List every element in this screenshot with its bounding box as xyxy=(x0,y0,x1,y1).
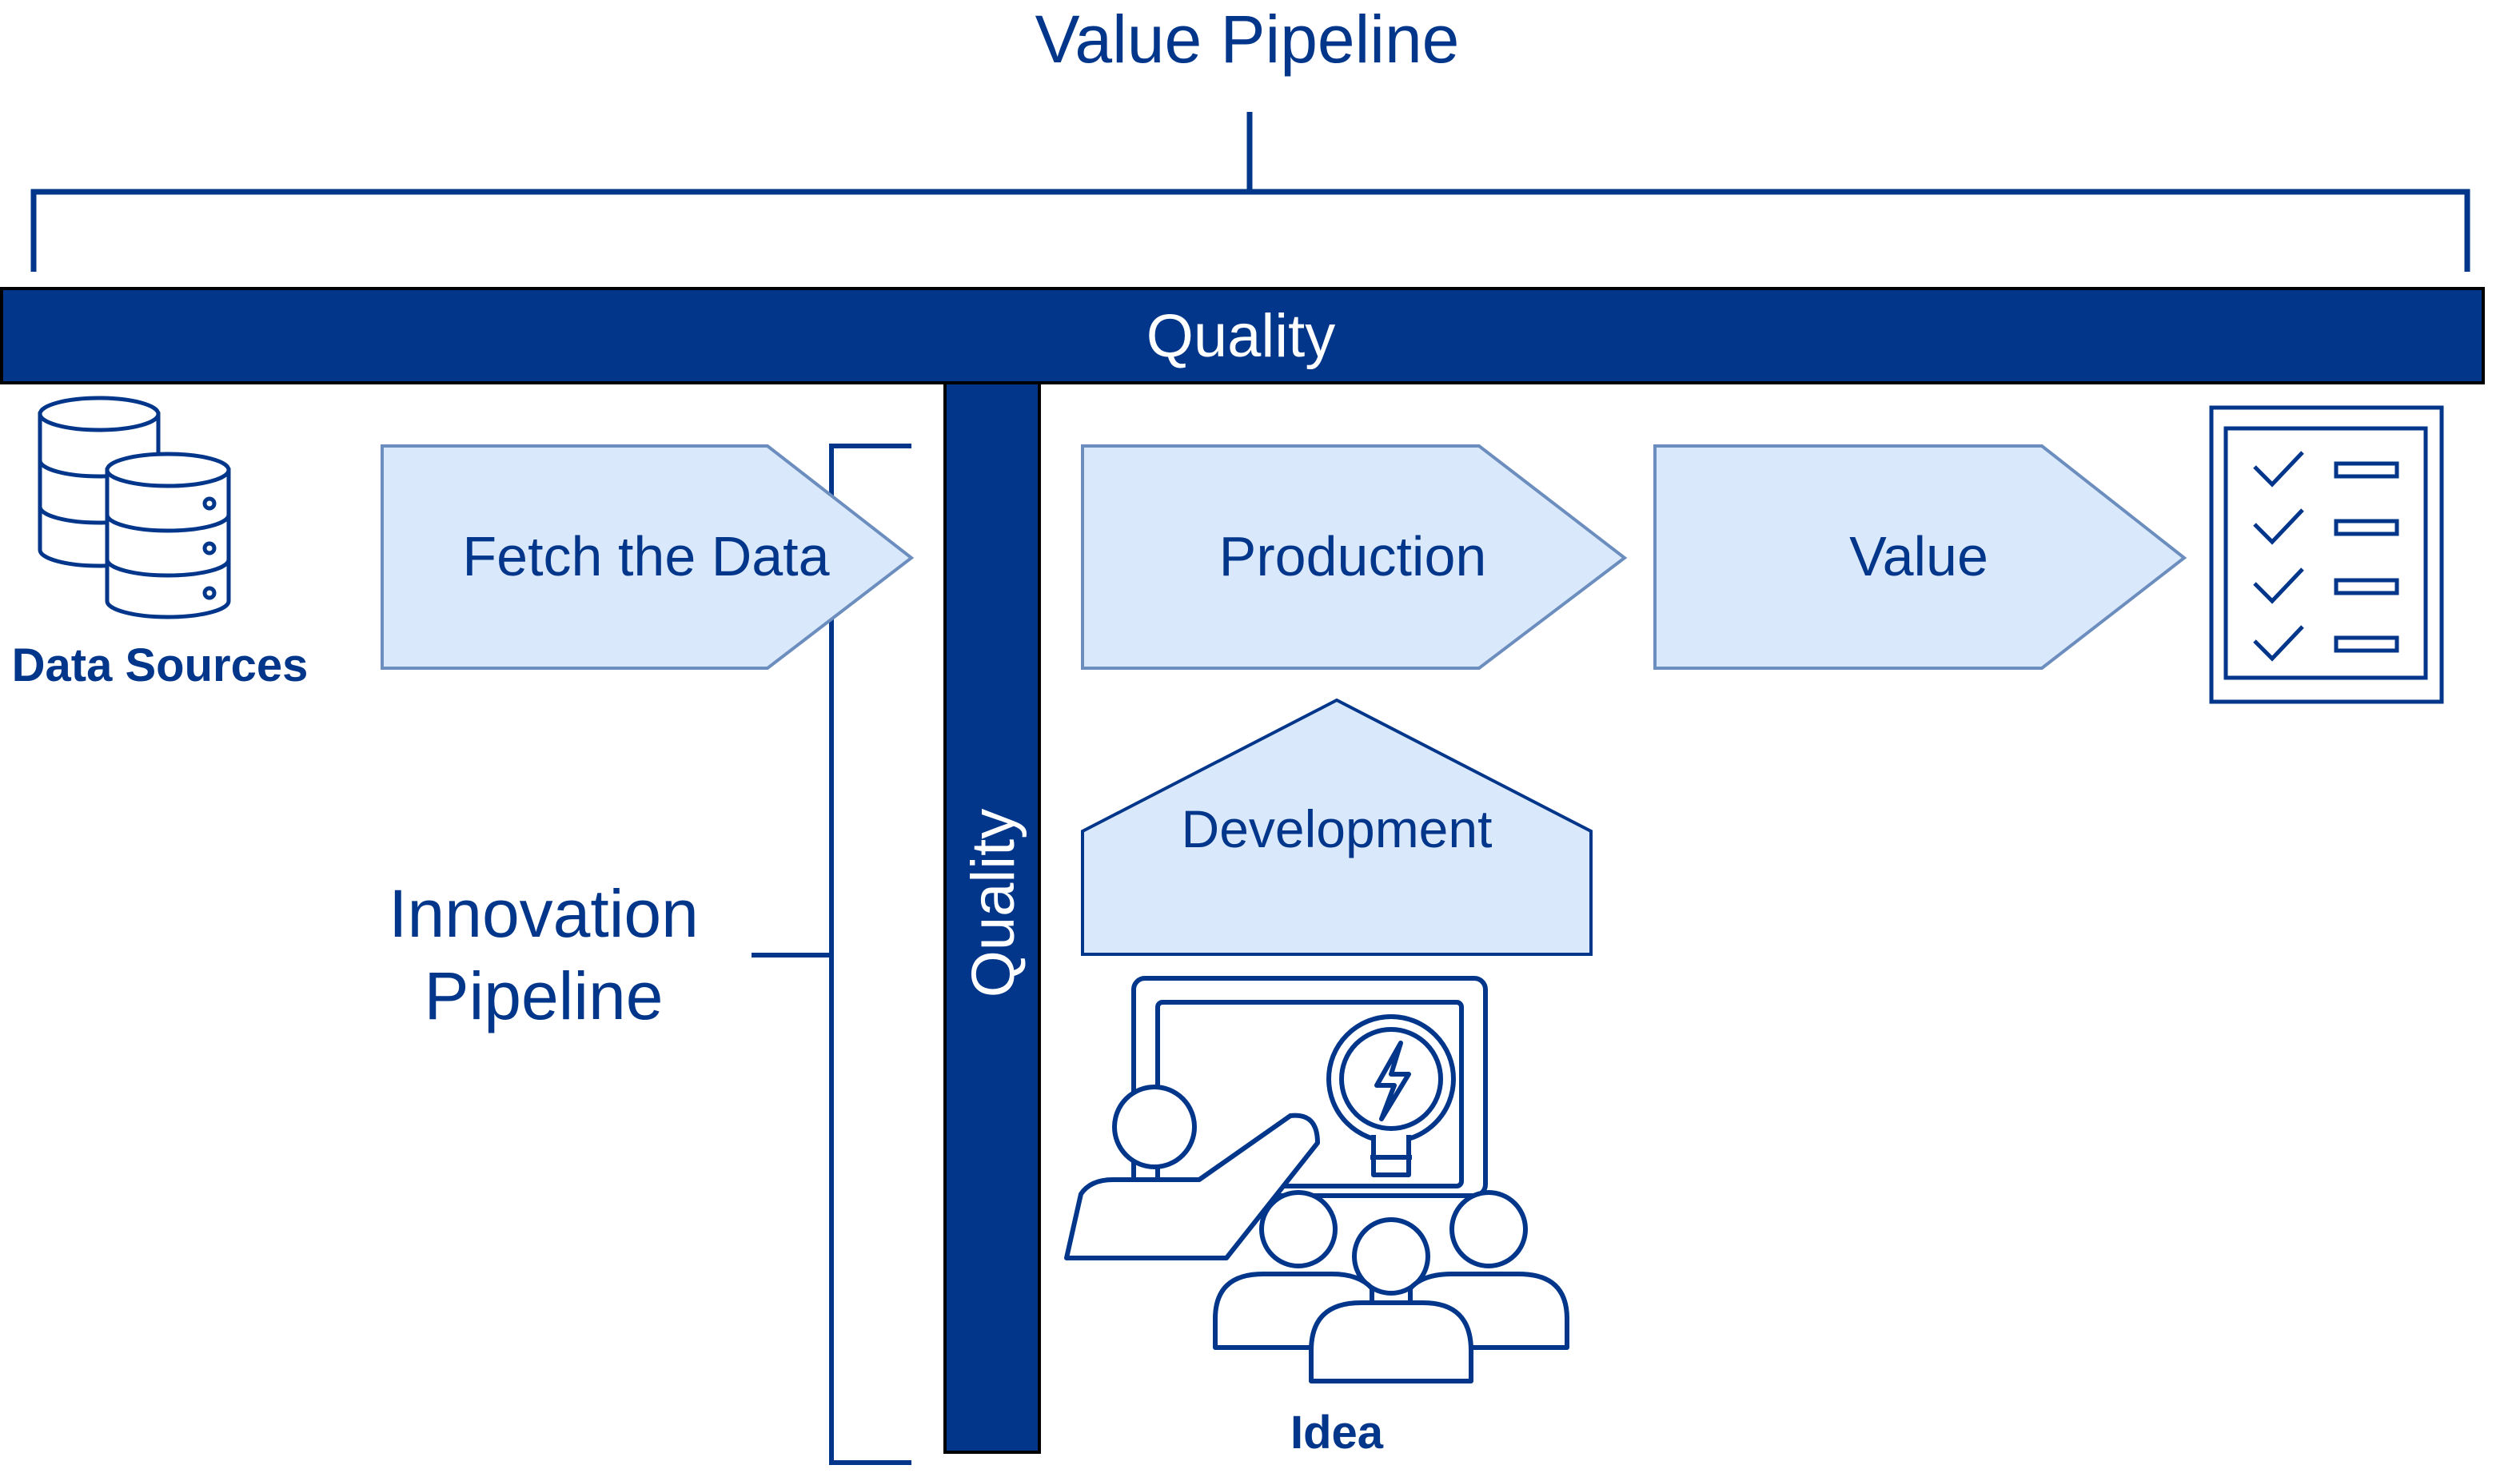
data-sources-label: Data Sources xyxy=(12,639,309,691)
checklist-icon xyxy=(2209,405,2444,704)
value-pipeline-bracket xyxy=(30,112,2470,272)
production-arrow xyxy=(1081,444,1628,670)
database-icon xyxy=(38,396,231,619)
value-arrow xyxy=(1653,444,2187,670)
idea-label: Idea xyxy=(1290,1407,1384,1459)
development-label: Development xyxy=(1182,799,1493,858)
innovation-pipeline-bracket xyxy=(752,444,911,1465)
value-pipeline-title: Value Pipeline xyxy=(1035,2,1460,77)
quality-bar-horizontal-label: Quality xyxy=(1146,302,1336,370)
quality-bar-vertical xyxy=(943,381,1041,1454)
value-label: Value xyxy=(1849,525,1988,587)
development-shape xyxy=(1081,698,1593,956)
fetch-data-label: Fetch the Data xyxy=(462,525,829,587)
production-label: Production xyxy=(1219,525,1487,587)
quality-bar-vertical-label: Quality xyxy=(959,809,1027,998)
innovation-pipeline-label-line2: Pipeline xyxy=(425,958,664,1033)
innovation-pipeline-label-line1: Innovation xyxy=(389,876,699,951)
fetch-data-arrow xyxy=(381,444,915,670)
quality-bar-horizontal xyxy=(0,287,2485,384)
presentation-idea-icon xyxy=(1064,976,1569,1383)
